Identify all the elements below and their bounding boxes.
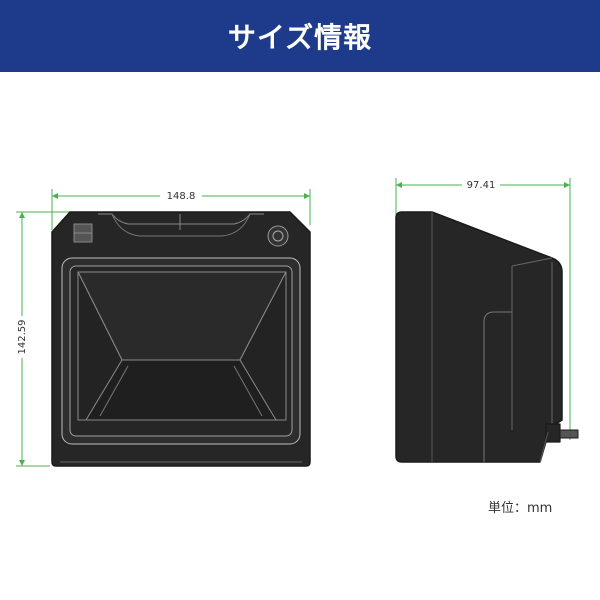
recess-bottom xyxy=(85,359,277,421)
side-panel-cutout xyxy=(483,311,512,462)
recess-line-left xyxy=(99,365,129,417)
front-height-label: 142.59 xyxy=(17,320,28,355)
front-view xyxy=(51,211,311,467)
speaker-icon xyxy=(267,225,289,247)
page-title: サイズ情報 xyxy=(227,21,373,54)
cable-plug xyxy=(559,429,579,439)
side-housing xyxy=(395,211,563,463)
side-depth-label-bg xyxy=(462,177,500,191)
arrow-right xyxy=(304,193,310,199)
top-bezel xyxy=(111,213,251,237)
unit-note: 単位：mm xyxy=(488,501,553,516)
header-banner: サイズ情報 xyxy=(0,0,600,72)
front-height-label-bg xyxy=(14,316,30,358)
side-foot-line xyxy=(539,431,549,463)
side-view xyxy=(395,211,579,463)
side-depth-label: 97.41 xyxy=(467,180,496,191)
dimension-arrows xyxy=(19,182,570,466)
arrow-down xyxy=(19,460,25,466)
arrow-left xyxy=(52,193,58,199)
front-width-label-bg xyxy=(160,188,202,202)
side-top-edge xyxy=(511,257,553,267)
front-width-label: 148.8 xyxy=(167,191,196,202)
arrow-up xyxy=(19,212,25,218)
arrow-left-side xyxy=(396,182,402,188)
recess-line-right xyxy=(233,365,263,417)
speaker-inner-ring xyxy=(272,230,284,242)
arrow-right-side xyxy=(564,182,570,188)
top-ridge xyxy=(98,213,264,225)
